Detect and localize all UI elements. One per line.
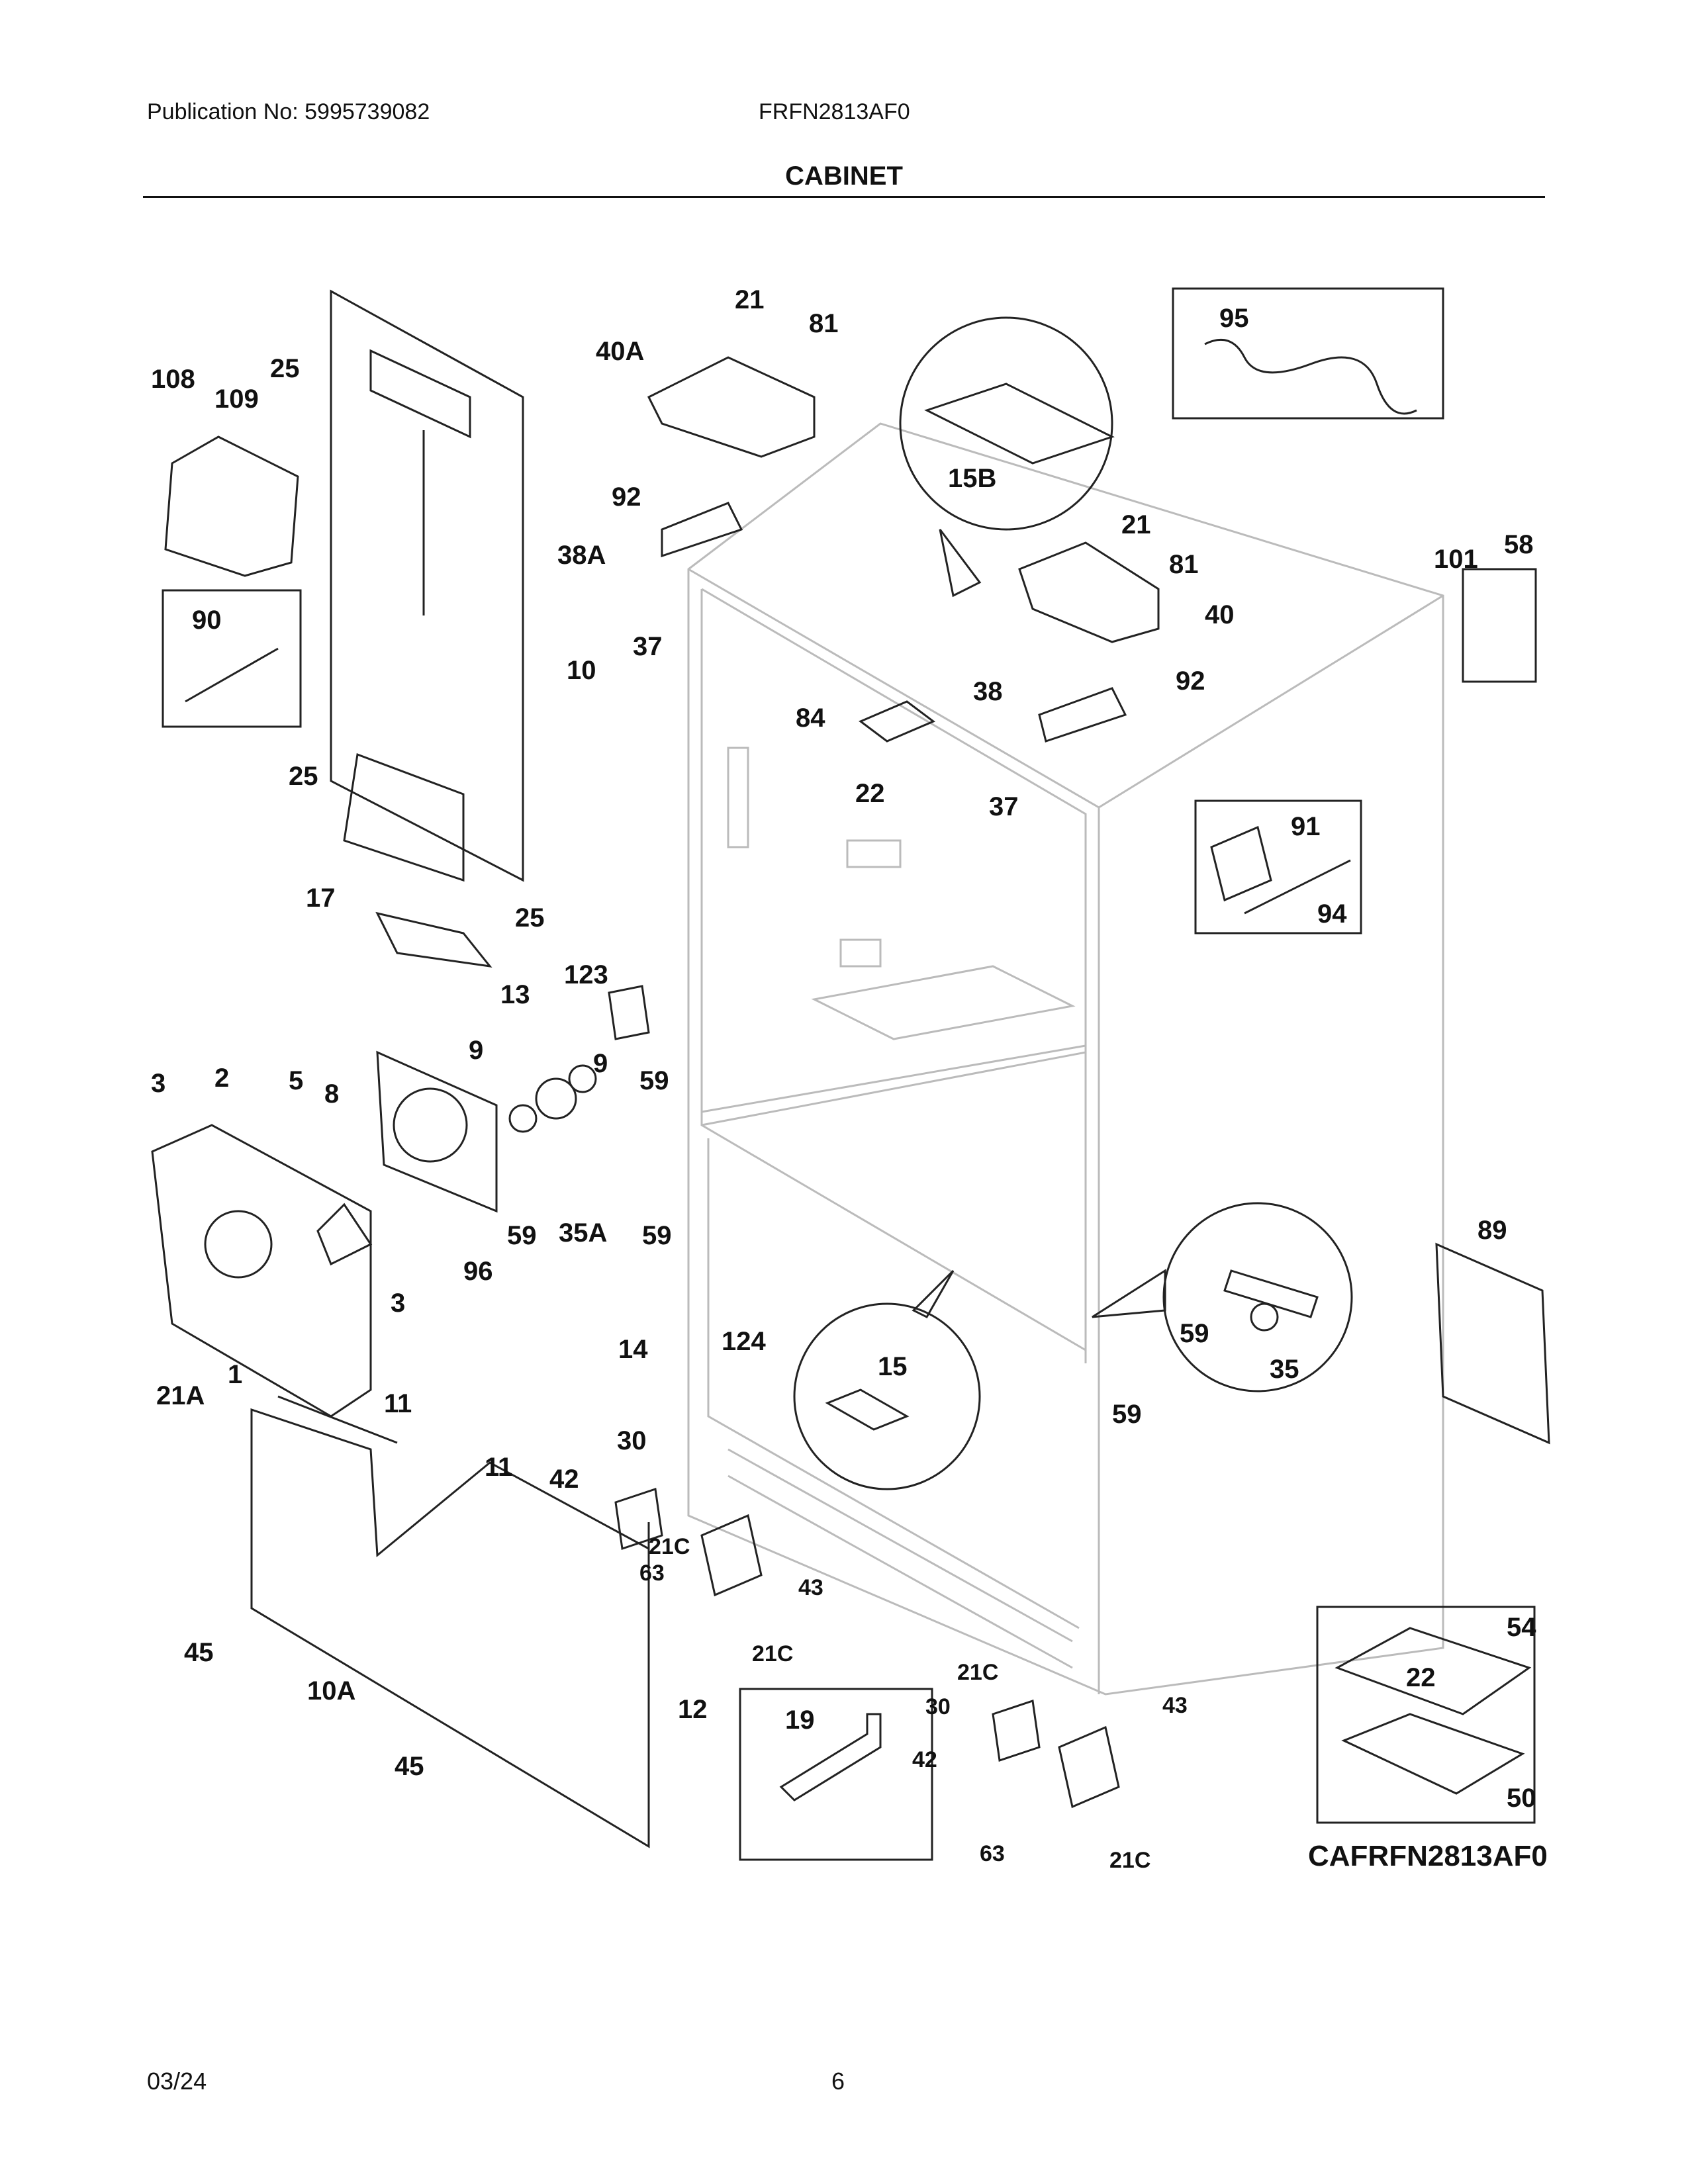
callout-label: 42 xyxy=(912,1747,937,1772)
callout-label: 42 xyxy=(549,1465,579,1494)
callout-label: 10 xyxy=(567,656,596,685)
callout-label: 30 xyxy=(617,1426,647,1455)
callout-label: 9 xyxy=(593,1049,608,1078)
callout-label: 22 xyxy=(1406,1663,1436,1692)
callout-label: 15B xyxy=(948,464,996,493)
callout-label: 90 xyxy=(192,606,222,635)
callout-label: 15 xyxy=(878,1352,908,1381)
callout-label: 59 xyxy=(507,1221,537,1250)
callout-label: 12 xyxy=(678,1695,708,1724)
header-rule xyxy=(143,196,1545,198)
callout-labels: 21 81 40A 92 38A 37 108 25 109 10 90 95 … xyxy=(151,285,1536,1873)
callout-label: 81 xyxy=(1169,550,1199,579)
callout-label: 89 xyxy=(1477,1216,1507,1245)
callout-label: 25 xyxy=(270,354,300,383)
section-title: CABINET xyxy=(785,161,903,191)
callout-label: 17 xyxy=(306,884,336,913)
callout-label: 54 xyxy=(1507,1613,1536,1642)
callout-label: 8 xyxy=(324,1079,339,1109)
callout-label: 45 xyxy=(184,1638,214,1667)
callout-label: 21C xyxy=(1109,1848,1150,1873)
callout-label: 3 xyxy=(391,1289,405,1318)
callout-label: 124 xyxy=(722,1327,766,1356)
callout-label: 3 xyxy=(151,1069,165,1098)
callout-label: 13 xyxy=(500,980,530,1009)
callout-label: 59 xyxy=(1180,1319,1209,1348)
callout-label: 40 xyxy=(1205,600,1235,629)
callout-label: 81 xyxy=(809,309,839,338)
callout-label: 63 xyxy=(639,1561,665,1586)
callout-label: 108 xyxy=(151,365,195,394)
callout-label: 38 xyxy=(973,677,1003,706)
callout-label: 25 xyxy=(289,762,318,791)
cabinet-linework xyxy=(151,287,1550,1861)
callout-label: 58 xyxy=(1504,530,1534,559)
callout-label: 96 xyxy=(463,1257,493,1286)
diagram-id: CAFRFN2813AF0 xyxy=(1308,1840,1548,1872)
callout-label: 22 xyxy=(855,779,885,808)
callout-label: 43 xyxy=(1162,1693,1188,1718)
callout-label: 21 xyxy=(1121,510,1151,539)
callout-label: 92 xyxy=(612,482,641,512)
callout-label: 91 xyxy=(1291,812,1321,841)
callout-label: 94 xyxy=(1317,899,1347,929)
callout-label: 21 xyxy=(735,285,765,314)
callout-label: 35A xyxy=(559,1218,607,1248)
callout-label: 37 xyxy=(633,632,663,661)
callout-label: 21C xyxy=(752,1641,793,1666)
callout-label: 95 xyxy=(1219,304,1249,333)
callout-label: 38A xyxy=(557,541,606,570)
footer-date: 03/24 xyxy=(147,2068,207,2095)
callout-label: 2 xyxy=(214,1064,229,1093)
callout-label: 59 xyxy=(1112,1400,1142,1429)
callout-label: 50 xyxy=(1507,1784,1536,1813)
callout-label: 59 xyxy=(642,1221,672,1250)
callout-label: 37 xyxy=(989,792,1019,821)
callout-label: 21A xyxy=(156,1381,205,1410)
callout-label: 84 xyxy=(796,704,825,733)
callout-label: 25 xyxy=(515,903,545,933)
callout-label: 21C xyxy=(649,1534,690,1559)
footer-page-number: 6 xyxy=(831,2068,845,2095)
callout-label: 14 xyxy=(618,1335,648,1364)
callout-label: 43 xyxy=(798,1575,823,1600)
callout-label: 30 xyxy=(925,1694,951,1719)
callout-label: 123 xyxy=(564,960,608,989)
publication-number: Publication No: 5995739082 xyxy=(147,99,430,124)
callout-label: 101 xyxy=(1434,545,1478,574)
model-number: FRFN2813AF0 xyxy=(759,99,910,124)
callout-label: 11 xyxy=(485,1453,512,1482)
callout-label: 59 xyxy=(639,1066,669,1095)
callout-label: 1 xyxy=(228,1360,242,1389)
callout-label: 45 xyxy=(395,1752,424,1781)
callout-label: 35 xyxy=(1270,1355,1299,1384)
callout-label: 11 xyxy=(384,1389,412,1418)
callout-label: 21C xyxy=(957,1660,998,1685)
callout-label: 63 xyxy=(980,1841,1005,1866)
callout-label: 9 xyxy=(469,1036,483,1065)
callout-label: 109 xyxy=(214,385,259,414)
callout-label: 40A xyxy=(596,337,644,366)
callout-label: 10A xyxy=(307,1676,355,1706)
callout-label: 92 xyxy=(1176,666,1205,696)
callout-label: 5 xyxy=(289,1066,303,1095)
callout-label: 19 xyxy=(785,1706,815,1735)
